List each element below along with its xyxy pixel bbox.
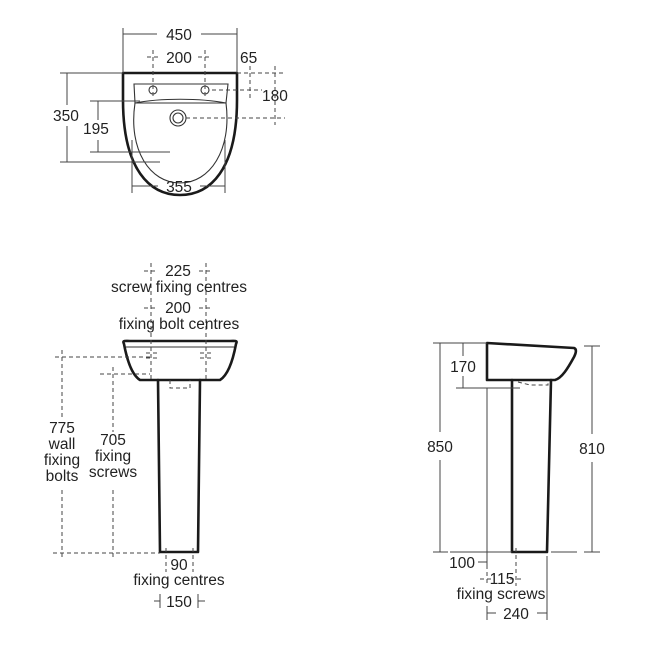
label-wall: wall	[48, 436, 76, 453]
dim-150: 150	[166, 594, 192, 611]
label-fixing-bolt-centres: fixing bolt centres	[119, 316, 240, 333]
dim-240: 240	[503, 606, 529, 623]
pedestal-front	[156, 378, 202, 554]
dim-100: 100	[449, 555, 475, 572]
label-fixing-2: fixing	[95, 448, 131, 465]
label-fixing-screws: fixing screws	[457, 586, 546, 603]
dim-705: 705	[100, 432, 126, 449]
dim-355: 355	[166, 179, 192, 196]
dim-810: 810	[579, 441, 605, 458]
basin-front-outline	[122, 339, 238, 382]
top-view: 450 200 65 180 350 195 355	[53, 27, 288, 197]
dim-65: 65	[240, 50, 257, 67]
dim-170: 170	[450, 359, 476, 376]
basin-side-outline	[485, 341, 578, 382]
front-view: 225 screw fixing centres 200 fixing bolt…	[44, 263, 247, 611]
dim-180: 180	[262, 88, 288, 105]
pedestal-side	[510, 378, 553, 554]
dim-775: 775	[49, 420, 75, 437]
waste-outer	[169, 109, 187, 127]
dim-450: 450	[166, 27, 192, 44]
dim-115: 115	[490, 571, 515, 588]
waste-inner	[172, 112, 184, 124]
label-fixing: fixing	[44, 452, 80, 469]
basin-bowl	[133, 98, 228, 184]
label-screws: screws	[89, 464, 137, 481]
dim-200-taps: 200	[166, 50, 192, 67]
label-bolts: bolts	[46, 468, 79, 485]
dim-850: 850	[427, 439, 453, 456]
dim-200-bolts: 200	[165, 300, 191, 317]
dim-225: 225	[165, 263, 191, 280]
basin-deck	[133, 83, 229, 104]
dim-90: 90	[170, 557, 188, 574]
dim-195: 195	[83, 121, 109, 138]
side-view: 850 170 810 100 115 fixing screws	[427, 341, 605, 623]
label-screw-fixing-centres: screw fixing centres	[111, 279, 247, 296]
basin-top-outline	[121, 71, 239, 197]
dim-350: 350	[53, 108, 79, 125]
label-fixing-centres: fixing centres	[133, 572, 225, 589]
